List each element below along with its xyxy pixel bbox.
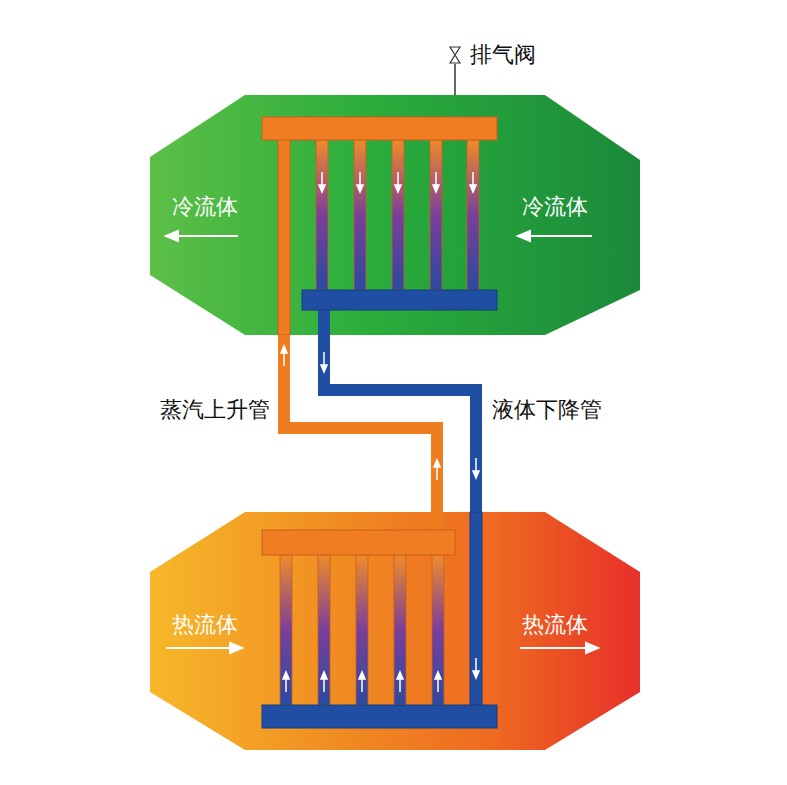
valve-label: 排气阀: [470, 43, 536, 67]
pipe-label: 蒸汽上升管: [160, 398, 270, 422]
pipe-connector: [324, 335, 476, 512]
fluid-label: 热流体: [172, 613, 238, 637]
fluid-label: 冷流体: [522, 195, 588, 219]
heat-exchanger-housing: 热流体 热流体: [150, 512, 640, 750]
fluid-label: 冷流体: [172, 195, 238, 219]
fluid-label: 热流体: [522, 613, 588, 637]
pipe-label: 液体下降管: [492, 398, 602, 422]
heat-exchanger-housing: 冷流体 冷流体: [150, 95, 640, 335]
pipe-connector: [284, 335, 437, 512]
